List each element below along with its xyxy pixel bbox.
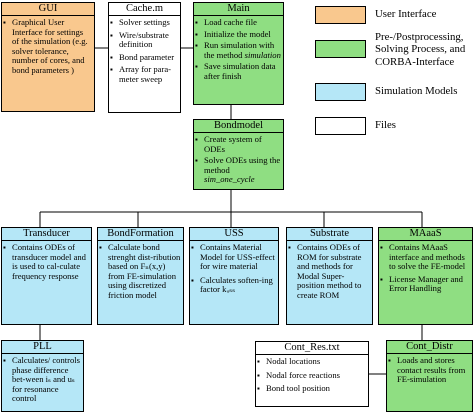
cache-item: Array for para-meter sweep	[110, 65, 178, 84]
uss-item: Calculates soften-ing factor kᵤₛₛ	[191, 275, 276, 295]
cache-title: Cache.m	[109, 3, 180, 16]
cont-res-item: Bond tool position	[257, 384, 366, 394]
main-box: Main Load cache file Initialize the mode…	[193, 2, 284, 105]
uss-title: USS	[190, 228, 278, 241]
gui-box: GUI Graphical User Interface for setting…	[1, 2, 95, 112]
bondformation-item: Calculate bond strenght dist-ribution ba…	[99, 242, 181, 301]
substrate-title: Substrate	[287, 228, 372, 241]
main-method: simulation	[244, 49, 281, 60]
cont-res-item: Nodal force reactions	[257, 370, 366, 381]
uss-box: USS Contains Material Model for USS-effe…	[189, 227, 279, 325]
legend-label-files: Files	[375, 119, 396, 131]
maas-item: License Manager and Error Handling	[380, 274, 470, 294]
bondmodel-method: sim_one_cycle	[204, 174, 255, 185]
substrate-box: Substrate Contains ODEs of ROM for subst…	[286, 227, 373, 325]
cache-box: Cache.m Solver settings Wire/substrate d…	[108, 2, 181, 113]
main-item-text: Run simulation with the method	[204, 40, 275, 60]
bondmodel-box: Bondmodel Create system of ODEs Solve OD…	[193, 119, 284, 190]
legend-label-simulation-models: Simulation Models	[375, 85, 458, 97]
gui-title: GUI	[2, 3, 94, 16]
maas-item: Contains MAaaS interface and methods to …	[380, 242, 470, 272]
legend-label-processing: Pre-/Postprocessing, Solving Process, an…	[375, 31, 466, 68]
legend-swatch-files	[315, 117, 366, 135]
main-item: Initialize the model	[195, 29, 281, 40]
legend-swatch-user-interface	[315, 6, 366, 24]
legend-swatch-simulation-models	[315, 83, 366, 101]
bondmodel-item: Create system of ODEs	[195, 134, 281, 154]
bondmodel-title: Bondmodel	[194, 120, 283, 133]
bondmodel-item-text: Solve ODEs using the method	[204, 155, 281, 175]
transducer-item: Contains ODEs of transducer model and is…	[3, 242, 89, 281]
legend-swatch-processing	[315, 40, 366, 58]
pll-title: PLL	[2, 341, 83, 354]
legend-label-user-interface: User Interface	[375, 8, 437, 20]
cache-item: Wire/substrate definition	[110, 30, 178, 50]
main-title: Main	[194, 3, 283, 16]
gui-item: Graphical User Interface for settings of…	[3, 17, 92, 76]
uss-item: Contains Material Model for USS-effect f…	[191, 242, 276, 272]
pll-item: Calculates/ controls phase difference be…	[3, 355, 81, 404]
cont-res-title: Cont_Res.txt	[256, 342, 368, 355]
main-item: Load cache file	[195, 17, 281, 28]
transducer-title: Transducer	[2, 228, 91, 241]
main-item: Save simulation data after finish	[195, 62, 281, 81]
cont-distr-box: Cont_Distr Loads and stores contact resu…	[386, 340, 473, 412]
bondformation-box: BondFormation Calculate bond strenght di…	[97, 227, 184, 325]
bondmodel-item: Solve ODEs using the method sim_one_cycl…	[195, 155, 281, 185]
cache-item: Solver settings	[110, 17, 178, 28]
cont-res-item: Nodal locations	[257, 356, 366, 367]
substrate-item: Contains ODEs of ROM for substrate and m…	[288, 242, 370, 301]
maas-title: MAaaS	[379, 228, 472, 241]
bondformation-title: BondFormation	[98, 228, 183, 241]
transducer-box: Transducer Contains ODEs of transducer m…	[1, 227, 92, 325]
main-item: Run simulation with the method simulatio…	[195, 40, 281, 60]
cache-item: Bond parameter	[110, 52, 178, 63]
cont-res-box: Cont_Res.txt Nodal locations Nodal force…	[255, 341, 369, 407]
cont-distr-title: Cont_Distr	[387, 341, 472, 354]
maas-box: MAaaS Contains MAaaS interface and metho…	[378, 227, 473, 325]
cont-distr-item: Loads and stores contact results from FE…	[388, 355, 470, 385]
pll-box: PLL Calculates/ controls phase differenc…	[1, 340, 84, 412]
